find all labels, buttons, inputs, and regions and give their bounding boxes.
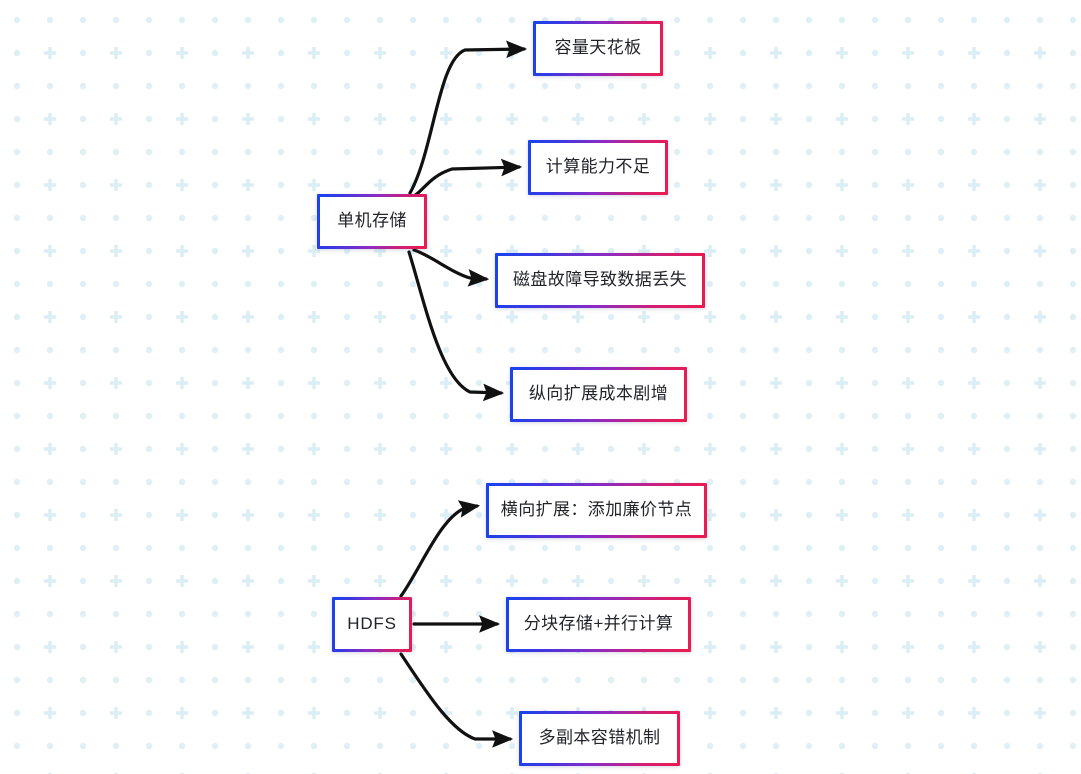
node-disk-failure[interactable]: 磁盘故障导致数据丢失 <box>495 253 705 308</box>
node-label-compute-shortage: 计算能力不足 <box>545 157 651 177</box>
node-horizontal-scaling[interactable]: 横向扩展：添加廉价节点 <box>486 483 707 538</box>
node-vertical-scaling[interactable]: 纵向扩展成本剧增 <box>510 367 687 422</box>
node-compute-shortage[interactable]: 计算能力不足 <box>528 140 668 195</box>
node-label-disk-failure: 磁盘故障导致数据丢失 <box>513 270 687 290</box>
edge-storage-to-disk <box>412 248 490 287</box>
node-label-capacity-ceiling: 容量天花板 <box>554 38 642 58</box>
node-single-node-storage[interactable]: 单机存储 <box>317 194 427 249</box>
node-label-block-parallel: 分块存储+并行计算 <box>523 614 674 634</box>
node-label-vertical-scaling: 纵向扩展成本剧增 <box>528 384 669 404</box>
node-label-replica-fault: 多副本容错机制 <box>538 728 661 748</box>
edge-hdfs-to-horizontal <box>399 500 481 598</box>
node-label-hdfs: HDFS <box>347 614 397 634</box>
node-hdfs[interactable]: HDFS <box>332 597 412 652</box>
node-block-parallel[interactable]: 分块存储+并行计算 <box>506 597 691 652</box>
edge-storage-to-compute <box>412 158 523 198</box>
edge-storage-to-capacity <box>408 40 528 195</box>
edge-hdfs-to-replica <box>399 652 514 748</box>
node-replica-fault[interactable]: 多副本容错机制 <box>519 711 680 766</box>
edge-storage-to-vertical <box>407 250 505 402</box>
node-capacity-ceiling[interactable]: 容量天花板 <box>533 21 663 76</box>
node-label-horizontal-scaling: 横向扩展：添加廉价节点 <box>500 500 693 520</box>
node-label-single-node-storage: 单机存储 <box>337 211 407 231</box>
